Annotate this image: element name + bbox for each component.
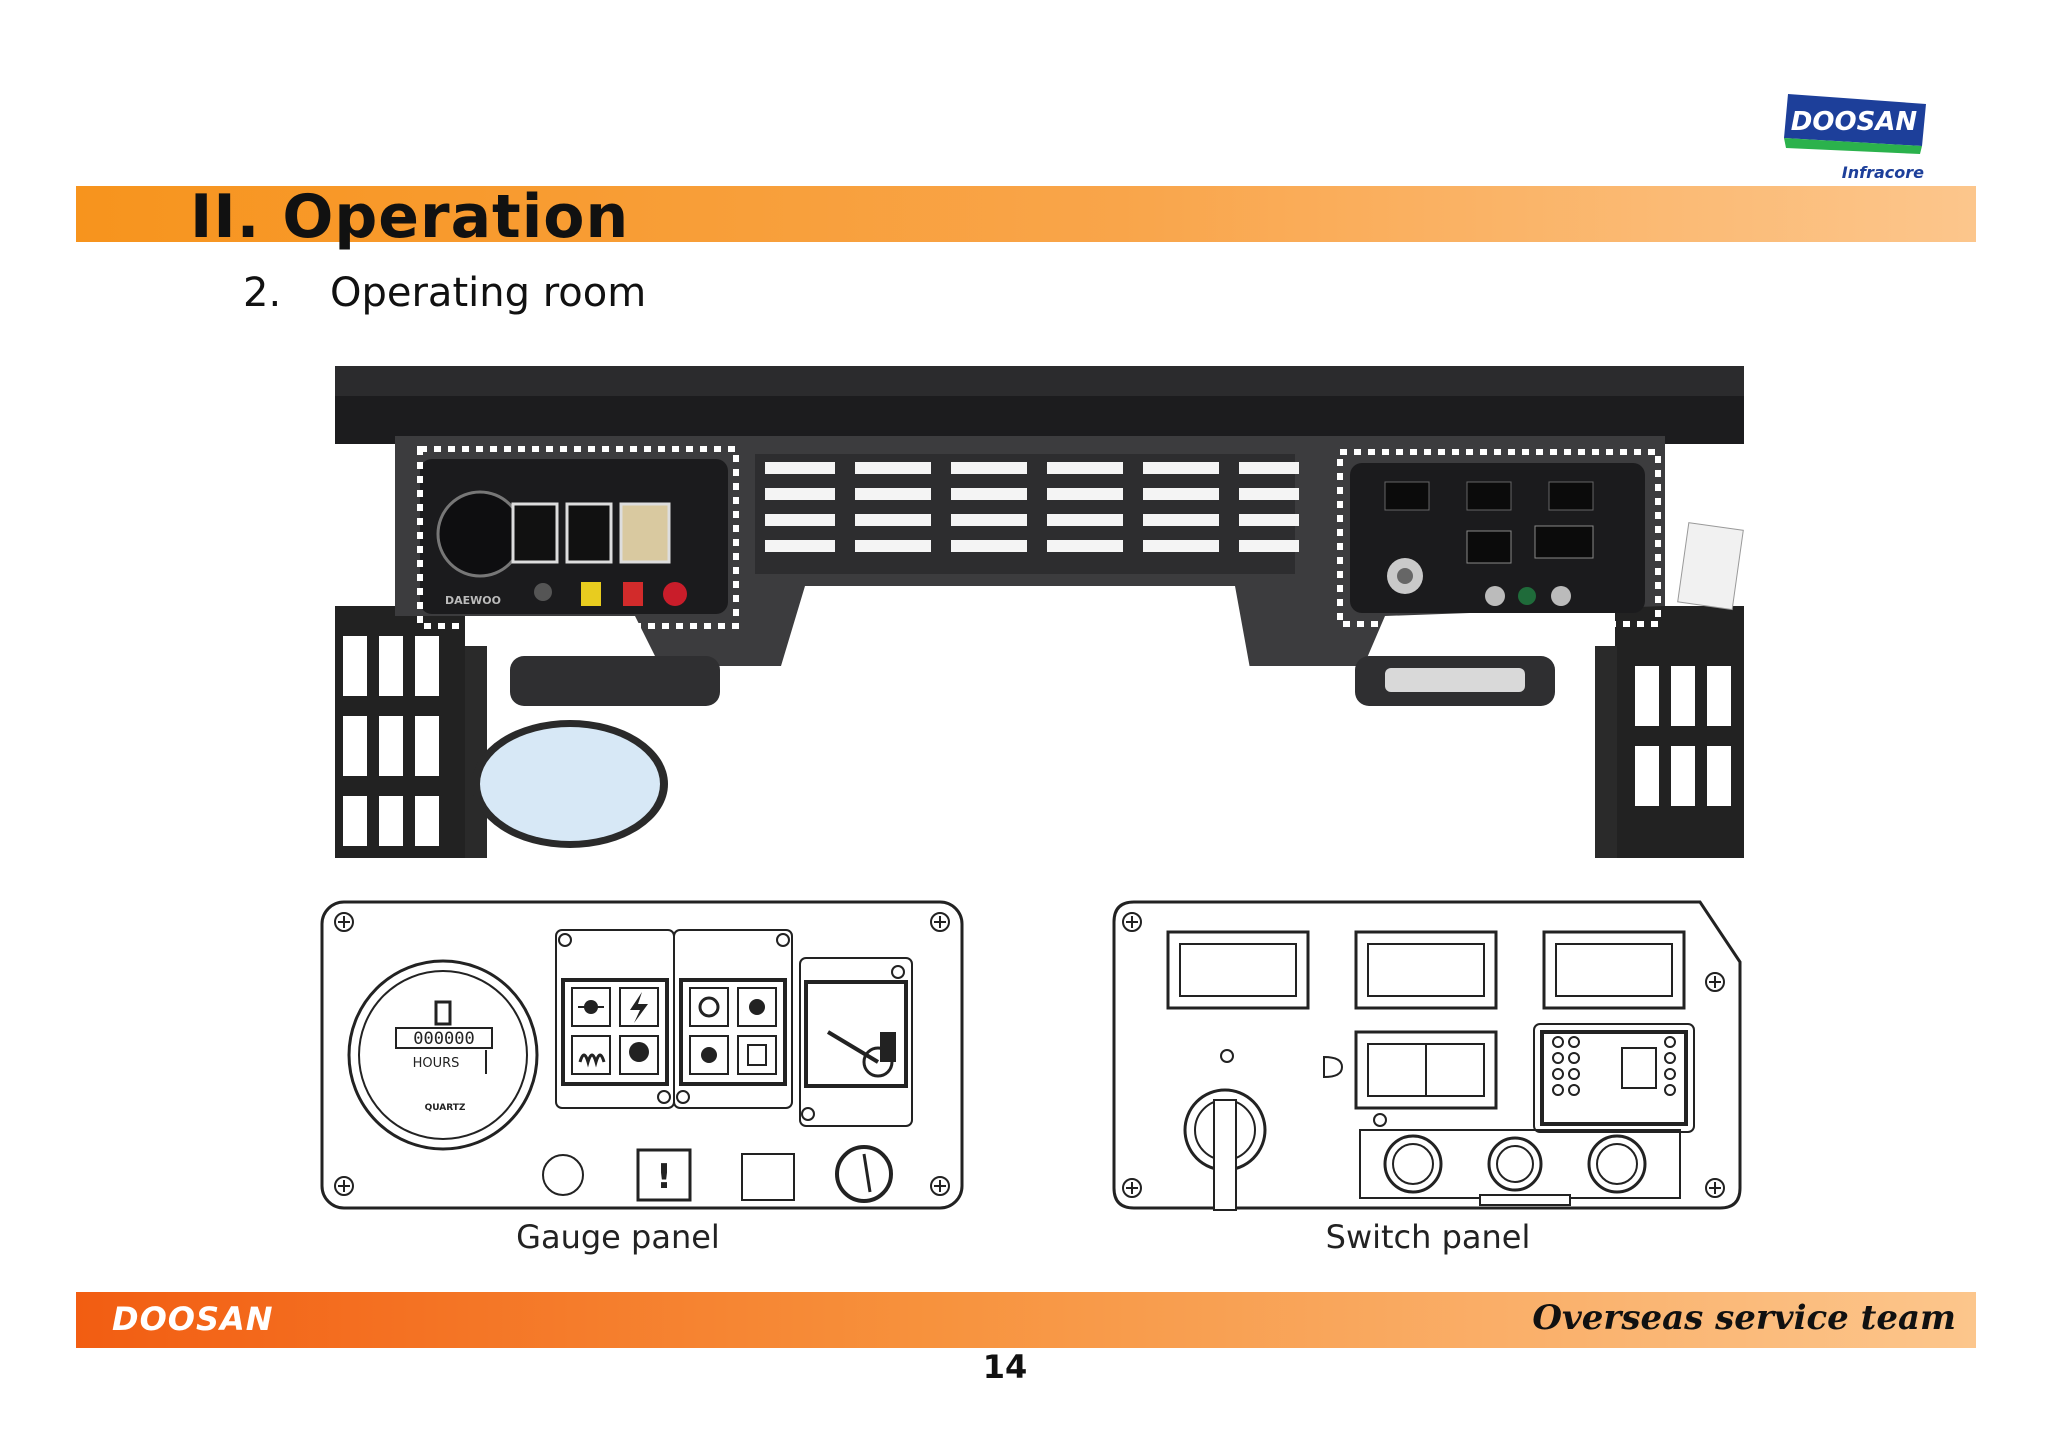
- fuel-pump-icon: [880, 1032, 896, 1062]
- switch-panel-drawing: [1112, 900, 1742, 1211]
- logo-sub: Infracore: [1842, 163, 1924, 182]
- control-module: [1540, 1030, 1688, 1126]
- switch-panel-caption: Switch panel: [1325, 1218, 1531, 1256]
- hydraulic-filter-icon: [737, 1035, 777, 1075]
- photo-brand-text: DAEWOO: [445, 594, 501, 607]
- page-number: 14: [982, 1348, 1028, 1386]
- coolant-temp-icon: [689, 987, 729, 1027]
- subsection-number: 2.: [243, 270, 282, 316]
- horn-button: [741, 1153, 795, 1201]
- footer-brand: DOOSAN: [112, 1300, 274, 1338]
- operating-room-photo: DAEWOO: [335, 366, 1744, 858]
- logo-brand: DOOSAN: [1791, 107, 1918, 137]
- footer-team: Overseas service team: [1532, 1298, 1956, 1338]
- gauge-panel-drawing: 000000 HOURS QUARTZ !: [320, 900, 964, 1210]
- corner-screws: [334, 912, 950, 1196]
- doosan-logo: DOOSAN Infracore: [1784, 94, 1926, 182]
- indicator-light: [542, 1154, 584, 1196]
- section-title: II. Operation: [190, 182, 630, 252]
- title-band: [76, 186, 1976, 242]
- hour-meter-label: HOURS: [413, 1056, 460, 1071]
- right-cage: [1595, 606, 1744, 858]
- svg-text:!: !: [656, 1157, 672, 1197]
- rotary-switch: [835, 1145, 893, 1203]
- gauge-panel-caption: Gauge panel: [516, 1218, 720, 1256]
- left-cage: [335, 606, 487, 858]
- gauge-panel-highlight: [417, 446, 739, 629]
- footer-band: [76, 1292, 1976, 1348]
- hour-meter-digits: 000000: [413, 1029, 474, 1049]
- hour-meter-brand: QUARTZ: [425, 1103, 466, 1113]
- warning-button: [636, 1148, 692, 1202]
- hydraulic-oil-temp-icon: [737, 987, 777, 1027]
- subsection-title: Operating room: [330, 270, 647, 316]
- headlight-icon: [1323, 1055, 1344, 1079]
- switch-panel-highlight: [1337, 449, 1661, 627]
